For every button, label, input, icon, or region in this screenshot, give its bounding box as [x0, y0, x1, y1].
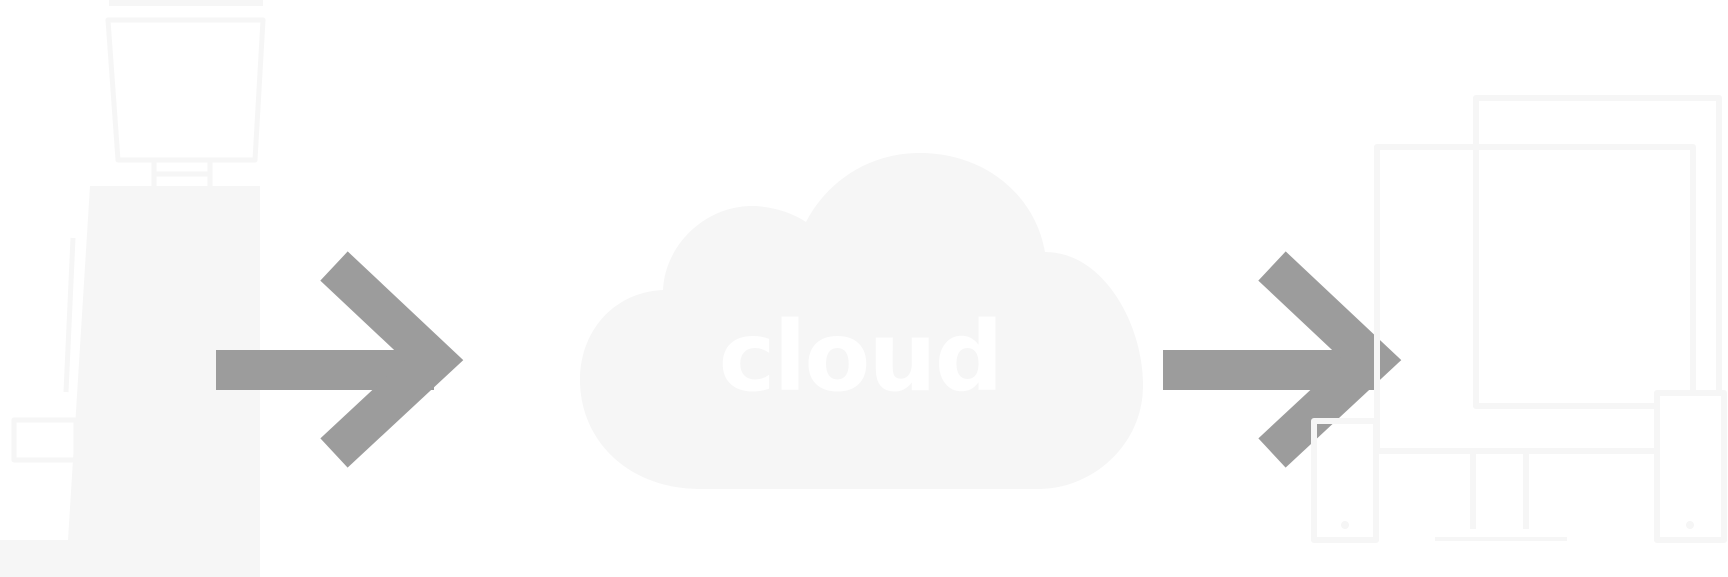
tablet-icon — [1654, 390, 1727, 543]
machine-lid — [109, 0, 263, 6]
tablet-frame — [1654, 390, 1727, 543]
phone-home-button — [1341, 521, 1349, 529]
tablet-home-button — [1686, 521, 1694, 529]
machine-hopper — [105, 17, 266, 163]
grinder-machine-icon — [0, 0, 266, 577]
cloud-icon: cloud — [580, 153, 1144, 489]
monitor-base — [1435, 537, 1567, 541]
right-arrow-icon — [216, 251, 464, 468]
monitor-body — [1374, 74, 1688, 390]
arrow-right-head — [1258, 251, 1402, 468]
machine-spout — [63, 237, 76, 393]
phone-frame — [1311, 418, 1379, 543]
machine-neck — [151, 160, 213, 188]
phone-icon — [1311, 418, 1379, 543]
monitor-screen — [1473, 95, 1722, 409]
monitor-icon — [1374, 74, 1722, 541]
cloud-label: cloud — [719, 301, 1002, 413]
right-arrow-icon — [1163, 251, 1402, 468]
monitor-frame — [1374, 144, 1696, 454]
devices-icon — [1311, 74, 1727, 543]
monitor-stand — [1470, 452, 1529, 529]
cloud-shape — [580, 153, 1144, 489]
machine-side-box — [11, 417, 79, 463]
machine-body — [0, 186, 260, 577]
arrow-left-head — [320, 251, 464, 468]
